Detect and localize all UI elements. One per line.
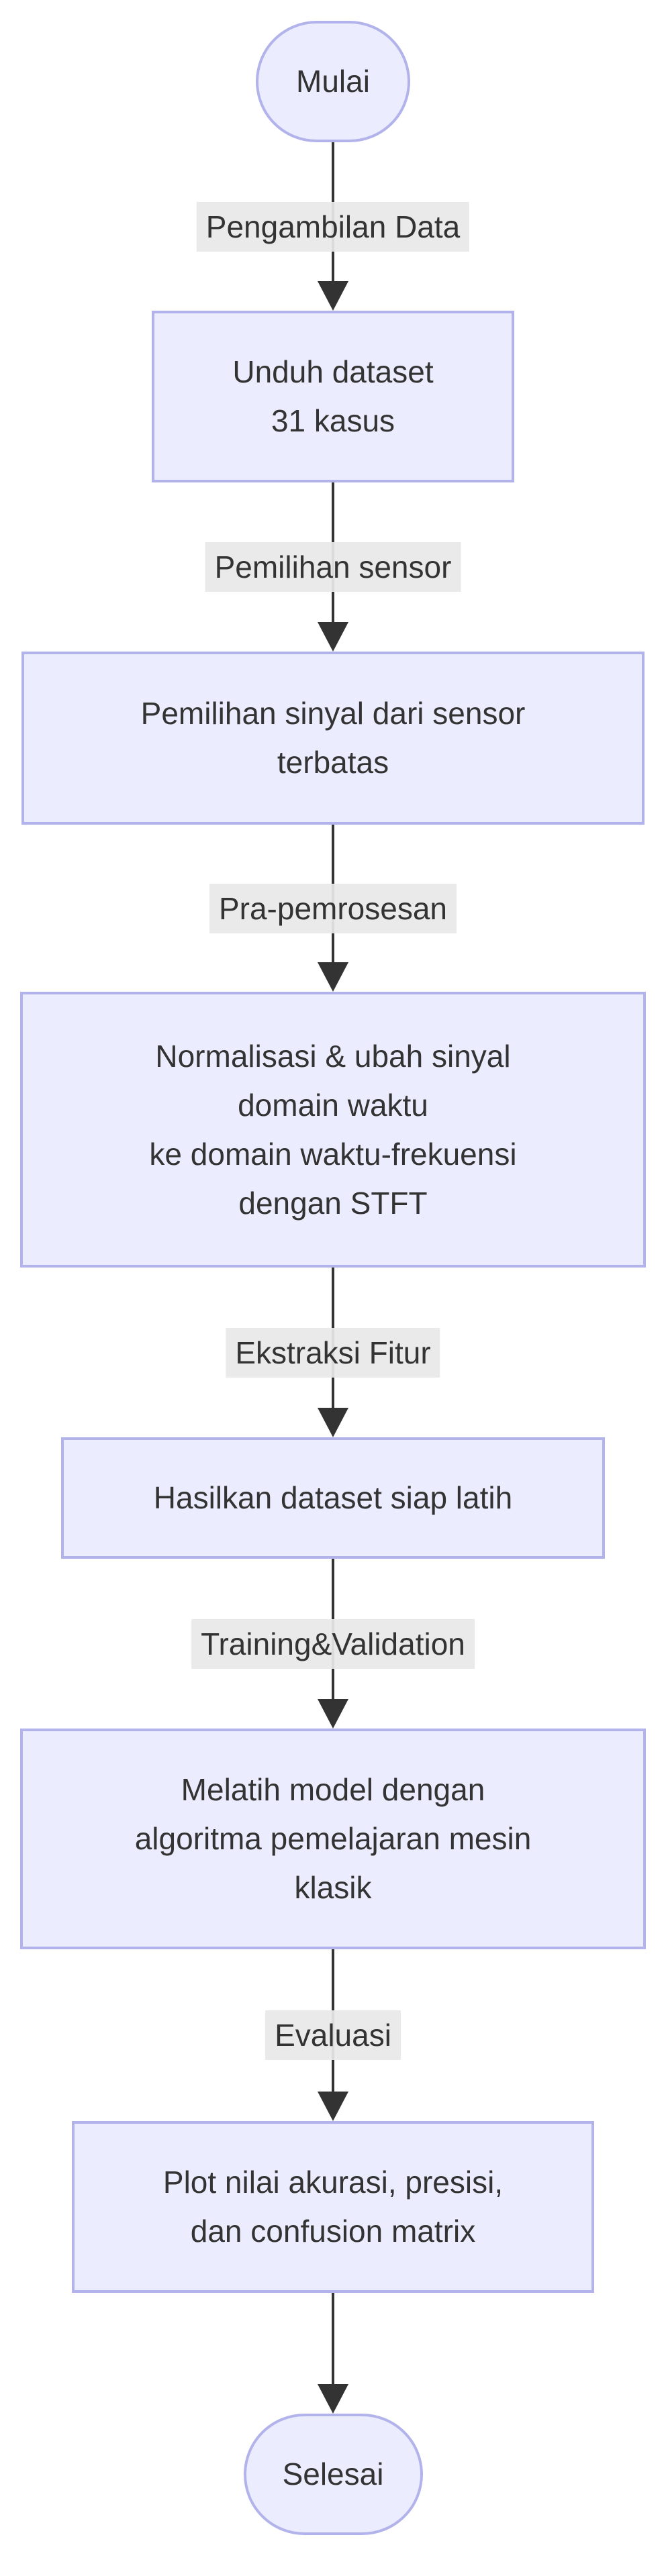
node-dataset-siap-latih: Hasilkan dataset siap latih xyxy=(61,1437,605,1559)
node-download-dataset: Unduh dataset 31 kasus xyxy=(152,311,514,482)
arrowhead-down-icon xyxy=(318,1408,348,1437)
edge-sensor-to-preprocess: Pra-pemrosesan xyxy=(0,825,666,992)
arrowhead-down-icon xyxy=(318,1699,348,1729)
edge-label-pemilihan-sensor: Pemilihan sensor xyxy=(205,542,461,592)
node-train-line-3: klasik xyxy=(294,1870,372,1905)
edge-evaluate-to-end xyxy=(0,2293,666,2414)
edge-line xyxy=(332,2293,334,2410)
arrowhead-down-icon xyxy=(318,2384,348,2414)
node-end: Selesai xyxy=(243,2414,423,2535)
node-preprocess-line-2: domain waktu xyxy=(238,1087,428,1123)
node-preprocess-line-3: ke domain waktu-frekuensi xyxy=(149,1136,517,1172)
node-start: Mulai xyxy=(256,21,410,142)
edge-label-pra-pemrosesan: Pra-pemrosesan xyxy=(209,883,457,933)
edge-label-training-validation: Training&Validation xyxy=(191,1618,475,1669)
arrowhead-down-icon xyxy=(318,281,348,311)
node-sensor-line-1: Pemilihan sinyal dari sensor xyxy=(140,696,526,731)
node-normalisasi-stft: Normalisasi & ubah sinyal domain waktu k… xyxy=(20,992,646,1268)
node-preprocess-line-4: dengan STFT xyxy=(238,1185,428,1221)
arrowhead-down-icon xyxy=(318,622,348,652)
node-feature-line-1: Hasilkan dataset siap latih xyxy=(153,1480,513,1515)
edge-download-to-sensor: Pemilihan sensor xyxy=(0,482,666,652)
node-end-label: Selesai xyxy=(282,2457,384,2491)
node-sensor-line-2: terbatas xyxy=(277,745,389,780)
node-evaluate-line-2: dan confusion matrix xyxy=(190,2214,476,2249)
node-download-line-1: Unduh dataset xyxy=(232,354,434,389)
edge-label-evaluasi: Evaluasi xyxy=(265,2010,401,2060)
edge-start-to-download: Pengambilan Data xyxy=(0,142,666,311)
edge-label-pengambilan-data: Pengambilan Data xyxy=(196,201,470,252)
node-start-label: Mulai xyxy=(296,64,370,99)
node-signal-selection: Pemilihan sinyal dari sensor terbatas xyxy=(21,652,645,825)
arrowhead-down-icon xyxy=(318,2092,348,2121)
edge-preprocess-to-feature: Ekstraksi Fitur xyxy=(0,1268,666,1437)
node-train-line-1: Melatih model dengan xyxy=(181,1772,485,1807)
node-train-line-2: algoritma pemelajaran mesin xyxy=(134,1821,532,1856)
edge-train-to-evaluate: Evaluasi xyxy=(0,1949,666,2121)
edge-feature-to-train: Training&Validation xyxy=(0,1559,666,1729)
edge-label-ekstraksi-fitur: Ekstraksi Fitur xyxy=(226,1327,440,1378)
node-download-line-2: 31 kasus xyxy=(271,403,395,438)
node-preprocess-line-1: Normalisasi & ubah sinyal xyxy=(155,1038,511,1074)
node-evaluate-line-1: Plot nilai akurasi, presisi, xyxy=(162,2165,504,2200)
node-melatih-model: Melatih model dengan algoritma pemelajar… xyxy=(20,1729,646,1949)
node-plot-hasil: Plot nilai akurasi, presisi, dan confusi… xyxy=(72,2121,594,2293)
arrowhead-down-icon xyxy=(318,962,348,992)
